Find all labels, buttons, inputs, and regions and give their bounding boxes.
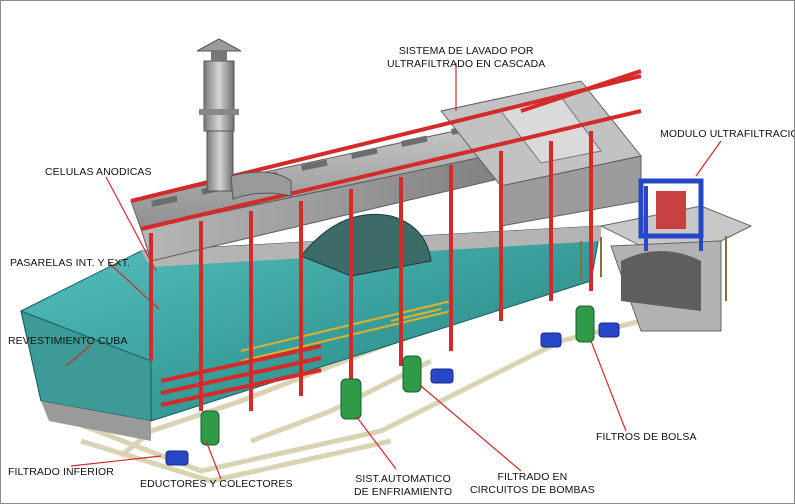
green-filters bbox=[200, 305, 595, 446]
red-frames bbox=[130, 69, 642, 411]
label-filtrado-inferior: FILTRADO INFERIOR bbox=[8, 466, 114, 478]
label-sistema-lavado-line2: ULTRAFILTRADO EN CASCADA bbox=[387, 58, 546, 70]
label-modulo-ultrafiltracion: MODULO ULTRAFILTRACION bbox=[660, 128, 795, 140]
label-enfriamiento: SIST.AUTOMATICO DE ENFRIAMIENTO bbox=[354, 473, 452, 499]
label-sistema-lavado-line1: SISTEMA DE LAVADO POR bbox=[398, 45, 534, 57]
label-celulas-anodicas: CELULAS ANODICAS bbox=[45, 166, 152, 178]
label-eductores: EDUCTORES Y COLECTORES bbox=[140, 478, 293, 490]
label-revestimiento-cuba: REVESTIMIENTO CUBA bbox=[8, 335, 128, 347]
leader-lines bbox=[65, 63, 722, 480]
label-pasarelas: PASARELAS INT. Y EXT. bbox=[10, 257, 130, 269]
label-filtrado-bombas-line1: FILTRADO EN bbox=[497, 471, 568, 483]
blue-pumps bbox=[165, 322, 620, 466]
label-sistema-lavado: SISTEMA DE LAVADO POR ULTRAFILTRADO EN C… bbox=[387, 45, 545, 71]
label-filtros-bolsa: FILTROS DE BOLSA bbox=[596, 431, 697, 443]
label-filtrado-bombas-line2: CIRCUITOS DE BOMBAS bbox=[470, 484, 595, 496]
uf-module bbox=[580, 178, 753, 332]
label-enfriamiento-line2: DE ENFRIAMIENTO bbox=[354, 486, 453, 498]
label-enfriamiento-line1: SIST.AUTOMATICO bbox=[355, 473, 451, 485]
car-body bbox=[300, 213, 432, 277]
exhaust-stack bbox=[196, 38, 292, 200]
label-filtrado-bombas: FILTRADO EN CIRCUITOS DE BOMBAS bbox=[470, 471, 595, 497]
